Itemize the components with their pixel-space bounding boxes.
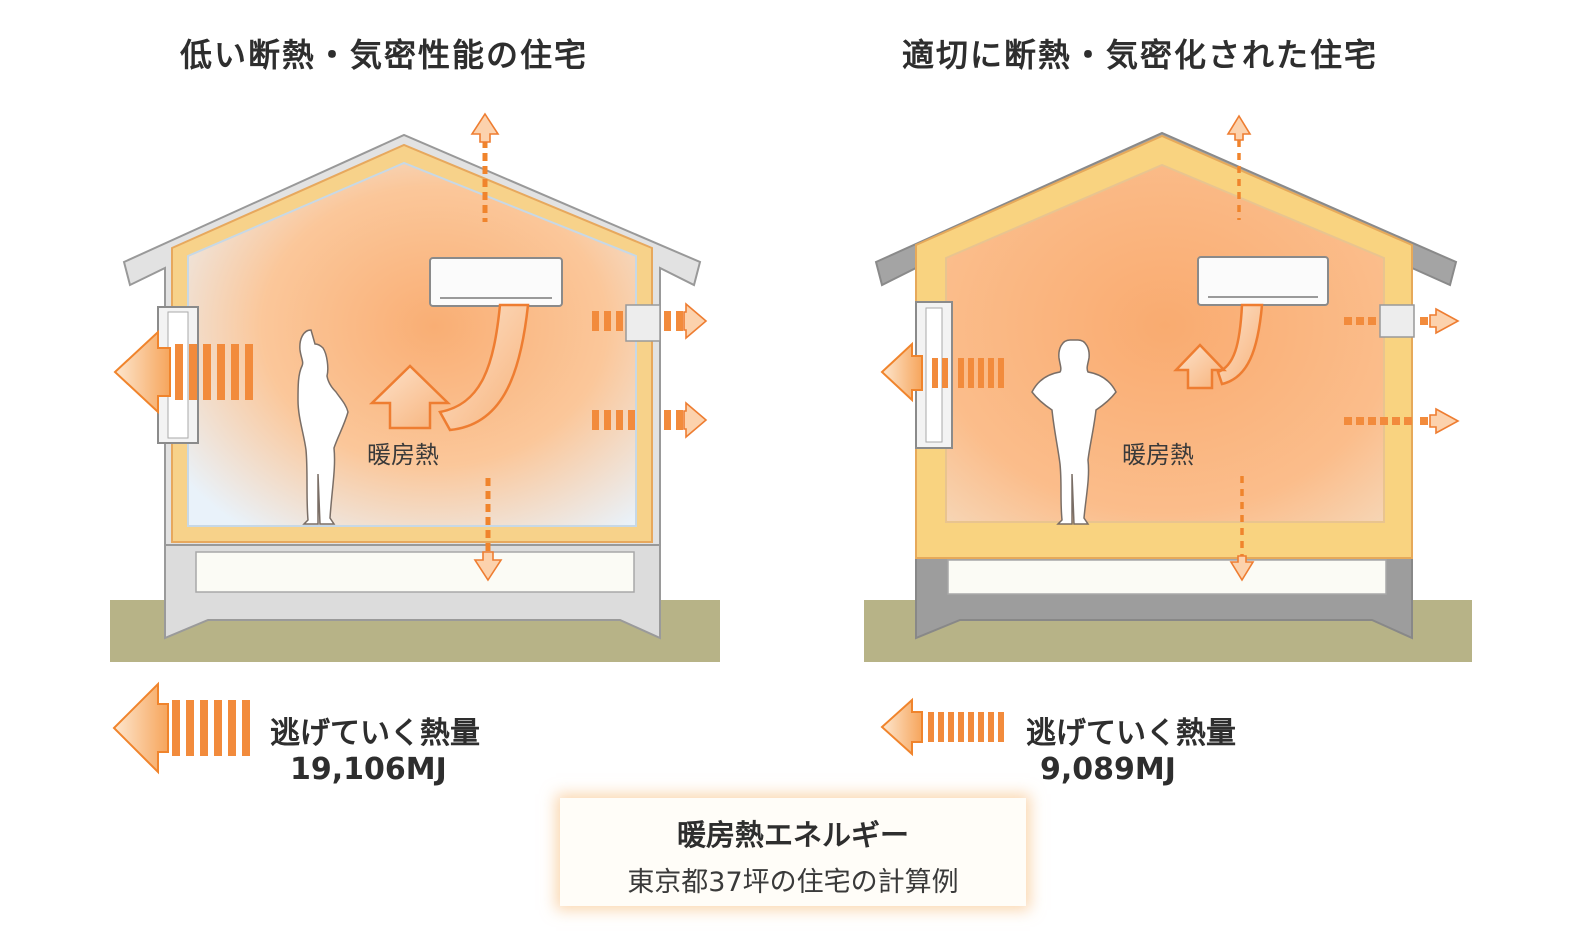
rising-heat-arrow-right	[1173, 343, 1227, 390]
caption-subtitle: 東京都37坪の住宅の計算例	[627, 867, 959, 898]
escape-label-right: 逃げていく熱量	[1026, 716, 1236, 751]
escape-value-right: 9,089MJ	[1040, 752, 1176, 787]
right-panel-title: 適切に断熱・気密化された住宅	[902, 36, 1379, 74]
crawlspace-right	[947, 559, 1387, 595]
floor-loss-arrow-left	[473, 551, 503, 582]
escape-value-left: 19,106MJ	[290, 752, 447, 787]
caption-box: 暖房熱エネルギー 東京都37坪の住宅の計算例	[560, 798, 1026, 906]
warm-air-arrow-left	[438, 303, 530, 432]
warm-air-arrow-right	[1216, 303, 1264, 386]
window-loss-arrow-right	[880, 341, 1004, 403]
left-panel-title: 低い断熱・気密性能の住宅	[180, 36, 589, 74]
vent-left-house	[625, 304, 661, 342]
legend-arrow-right	[880, 697, 1004, 757]
floor-loss-arrow-right	[1229, 555, 1255, 582]
caption-title: 暖房熱エネルギー	[676, 818, 909, 852]
person-left	[297, 329, 349, 525]
interior-left	[187, 161, 637, 527]
air-conditioner-left	[429, 257, 563, 307]
heat-label-right: 暖房熱	[1122, 441, 1194, 469]
rising-heat-arrow-left	[368, 364, 452, 430]
roof-loss-arrow-left	[470, 112, 500, 143]
window-loss-arrow-left	[113, 329, 253, 415]
left-house: 暖房熱	[110, 112, 720, 662]
heat-label-left: 暖房熱	[367, 441, 439, 469]
wall-loss-arrows-right-house	[1344, 307, 1460, 435]
legend-arrow-left	[112, 681, 250, 775]
wall-loss-arrows-left-house	[592, 302, 708, 439]
vent-right-house	[1379, 304, 1415, 338]
roof-loss-arrow-right	[1226, 114, 1252, 141]
escape-label-left: 逃げていく熱量	[270, 716, 480, 751]
person-right	[1031, 339, 1117, 525]
right-house: 暖房熱	[864, 114, 1472, 662]
crawlspace-left	[195, 551, 635, 593]
